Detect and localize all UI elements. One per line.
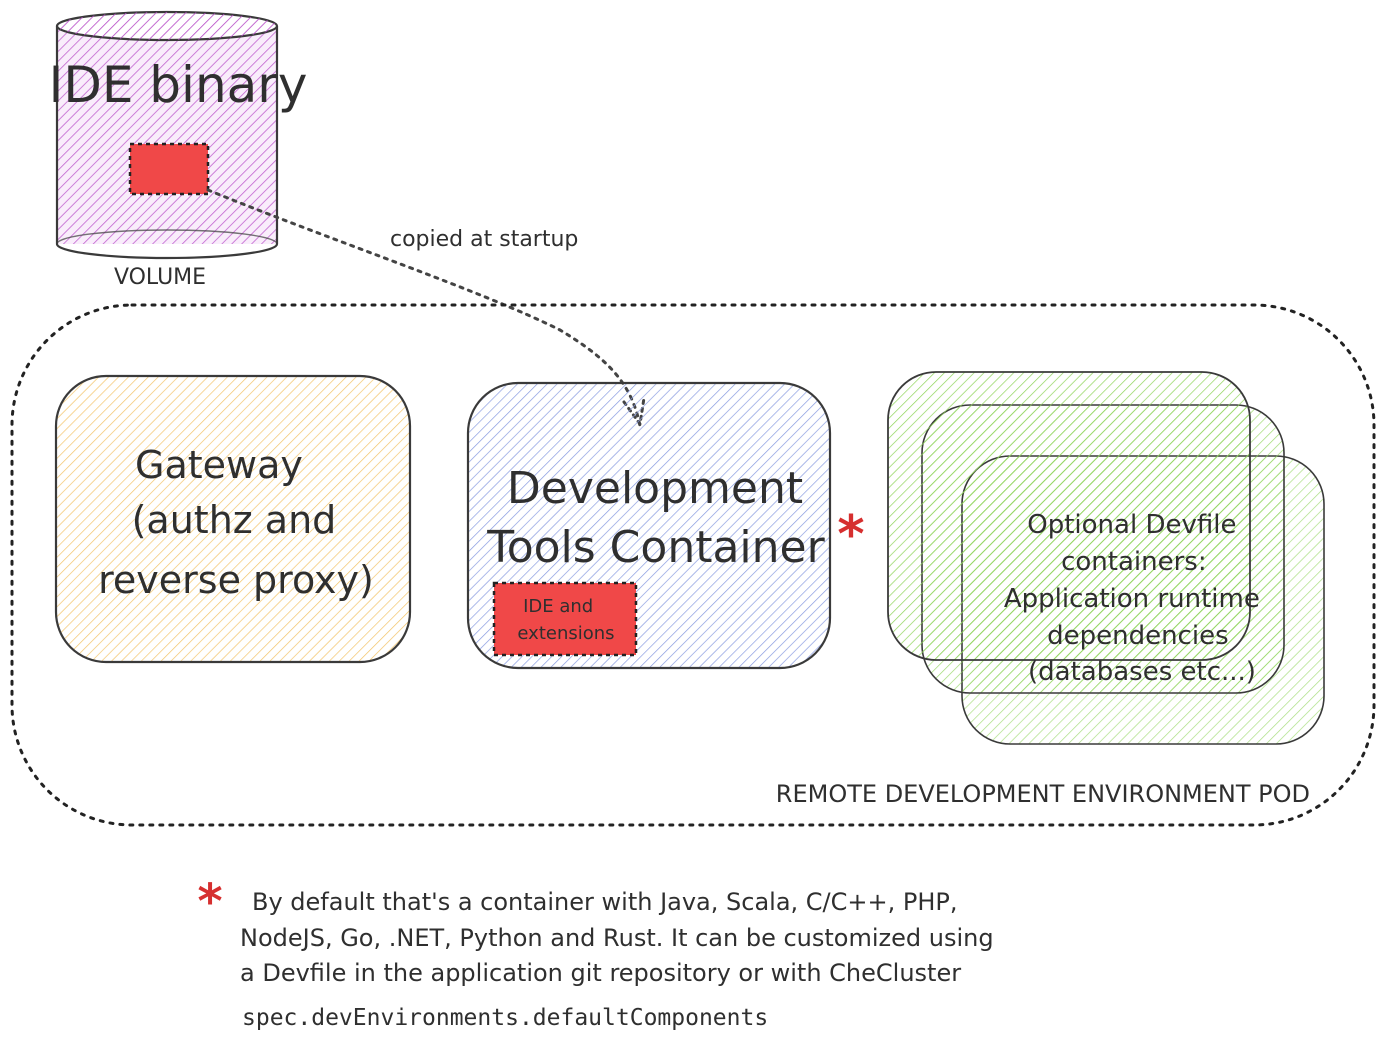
ide-extensions-line: IDE and bbox=[523, 596, 593, 617]
optional-line: (databases etc...) bbox=[1028, 657, 1256, 687]
gateway-line: reverse proxy) bbox=[98, 558, 374, 602]
pod-boundary bbox=[10, 303, 1376, 827]
dev-tools-star-marker: * bbox=[837, 505, 864, 565]
optional-line: Application runtime bbox=[1004, 584, 1260, 614]
ide-extensions-label: IDE and extensions bbox=[517, 596, 614, 644]
optional-line: containers: bbox=[1061, 547, 1207, 577]
gateway-box bbox=[54, 374, 412, 664]
footnote-line: a Devfile in the application git reposit… bbox=[240, 959, 961, 987]
ide-binary-box bbox=[128, 142, 210, 196]
ide-extensions-line: extensions bbox=[517, 623, 614, 644]
gateway-line: (authz and bbox=[132, 498, 337, 542]
gateway-label: Gateway (authz and reverse proxy) bbox=[98, 443, 374, 602]
footnote-star-marker: * bbox=[197, 874, 222, 930]
optional-line: Optional Devfile bbox=[1027, 510, 1236, 540]
dev-tools-label: Development Tools Container bbox=[486, 463, 825, 573]
dev-tools-line: Tools Container bbox=[486, 522, 825, 573]
arrow-label: copied at startup bbox=[390, 227, 578, 252]
copy-arrow bbox=[206, 188, 642, 428]
pod-label: REMOTE DEVELOPMENT ENVIRONMENT POD bbox=[776, 780, 1310, 808]
optional-line: dependencies bbox=[1047, 621, 1229, 651]
volume-title: IDE binary bbox=[49, 56, 308, 114]
gateway-line: Gateway bbox=[135, 443, 303, 487]
footnote-line: NodeJS, Go, .NET, Python and Rust. It ca… bbox=[240, 924, 994, 952]
footnote-code: spec.devEnvironments.defaultComponents bbox=[242, 1005, 768, 1031]
footnote-line: By default that's a container with Java,… bbox=[252, 888, 958, 916]
ide-extensions-box bbox=[492, 581, 638, 657]
footnote-text: By default that's a container with Java,… bbox=[240, 888, 1001, 987]
optional-containers-stack bbox=[887, 371, 1325, 745]
volume-cylinder bbox=[55, 10, 279, 260]
optional-containers-label: Optional Devfile containers: Application… bbox=[1004, 510, 1268, 687]
volume-caption: VOLUME bbox=[114, 265, 206, 290]
dev-tools-line: Development bbox=[507, 463, 803, 514]
